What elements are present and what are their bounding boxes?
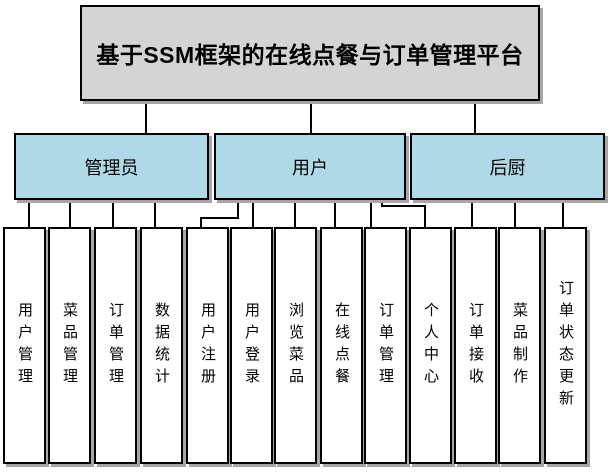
leaf-label: 菜品制作 — [511, 301, 528, 390]
node-order-receive: 订单接收 — [454, 227, 497, 464]
leaf-label: 订单接收 — [467, 301, 484, 390]
node-dish-preparation: 菜品制作 — [498, 227, 541, 464]
node-kitchen: 后厨 — [410, 133, 605, 200]
leaf-label: 用户管理 — [16, 301, 33, 390]
node-root-platform: 基于SSM框架的在线点餐与订单管理平台 — [80, 5, 540, 101]
branch-label-kitchen: 后厨 — [489, 157, 526, 178]
leaf-label: 用户登录 — [243, 301, 260, 390]
node-user-login: 用户登录 — [230, 227, 273, 464]
node-personal-center: 个人中心 — [409, 227, 452, 464]
leaf-label: 菜品管理 — [61, 301, 78, 390]
node-data-statistics: 数据统计 — [140, 227, 183, 464]
branch-label-admin: 管理员 — [84, 157, 139, 178]
node-user-register: 用户注册 — [186, 227, 229, 464]
leaf-label: 订单管理 — [377, 301, 394, 390]
node-order-status-update: 订单状态更新 — [544, 227, 587, 464]
leaf-label: 用户注册 — [199, 301, 216, 390]
leaf-label: 个人中心 — [422, 301, 439, 390]
node-online-ordering: 在线点餐 — [320, 227, 363, 464]
leaf-label: 数据统计 — [153, 301, 170, 390]
node-dish-management: 菜品管理 — [48, 227, 91, 464]
node-user: 用户 — [214, 133, 406, 200]
leaf-label: 订单状态更新 — [557, 279, 574, 412]
leaf-label: 浏览菜品 — [287, 301, 304, 390]
branch-label-user: 用户 — [292, 157, 328, 178]
root-title: 基于SSM框架的在线点餐与订单管理平台 — [96, 42, 524, 68]
leaf-label: 订单管理 — [107, 301, 124, 390]
node-order-management-admin: 订单管理 — [94, 227, 137, 464]
node-user-management: 用户管理 — [3, 227, 46, 464]
node-order-management-user: 订单管理 — [364, 227, 407, 464]
connector-user-1 — [200, 199, 239, 228]
connector-user-6 — [381, 199, 426, 228]
node-admin: 管理员 — [14, 133, 209, 200]
node-browse-dishes: 浏览菜品 — [274, 227, 317, 464]
leaf-label: 在线点餐 — [333, 301, 350, 390]
